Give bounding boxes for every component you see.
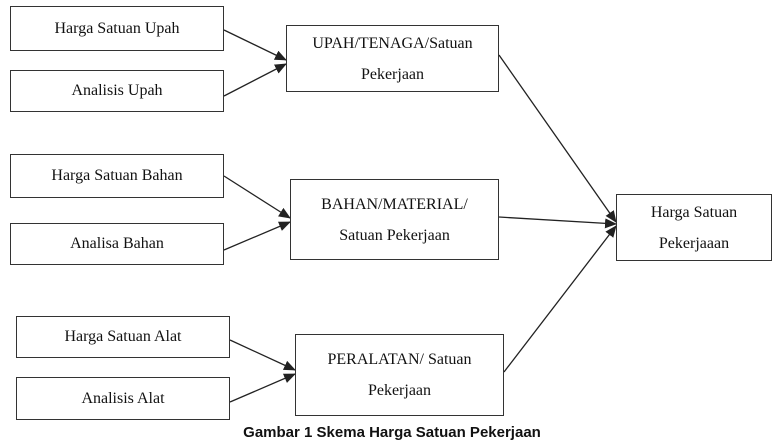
arrow-analisis-alat-to-alat bbox=[229, 373, 296, 403]
arrow-alat-to-result bbox=[503, 225, 617, 373]
arrow-analisa-bahan-to-bahan bbox=[223, 221, 291, 251]
arrow-upah-to-result bbox=[498, 54, 617, 223]
node-label-line2: Pekerjaaan bbox=[658, 234, 730, 252]
node-analisa-bahan: Analisa Bahan bbox=[10, 223, 224, 265]
node-label: Analisa Bahan bbox=[70, 235, 164, 252]
node-label-line2: Pekerjaan bbox=[367, 382, 432, 399]
node-label-line2: Satuan Pekerjaan bbox=[339, 226, 450, 244]
node-label: Harga Satuan Alat bbox=[64, 328, 182, 345]
arrow-harga-bahan-to-bahan bbox=[223, 175, 291, 219]
arrow-bahan-to-result bbox=[498, 216, 617, 229]
node-label-line1: BAHAN/MATERIAL/ bbox=[321, 195, 468, 213]
arrow-harga-upah-to-upah bbox=[223, 29, 287, 61]
node-bahan-material: BAHAN/MATERIAL/ Satuan Pekerjaan bbox=[290, 179, 499, 260]
node-label: Analisis Alat bbox=[81, 389, 165, 407]
node-label: Analisis Upah bbox=[71, 82, 163, 99]
node-label-line1: PERALATAN/ Satuan bbox=[327, 351, 472, 368]
arrow-harga-alat-to-alat bbox=[229, 339, 296, 371]
node-analisis-upah: Analisis Upah bbox=[10, 70, 224, 112]
figure-caption: Gambar 1 Skema Harga Satuan Pekerjaan bbox=[243, 424, 541, 441]
node-upah-tenaga: UPAH/TENAGA/Satuan Pekerjaan bbox=[286, 25, 499, 92]
node-harga-satuan-alat: Harga Satuan Alat bbox=[16, 316, 230, 358]
node-peralatan: PERALATAN/ Satuan Pekerjaan bbox=[295, 334, 504, 416]
node-harga-satuan-bahan: Harga Satuan Bahan bbox=[10, 154, 224, 198]
node-analisis-alat: Analisis Alat bbox=[16, 377, 230, 420]
node-harga-satuan-upah: Harga Satuan Upah bbox=[10, 6, 224, 51]
node-label: Harga Satuan Bahan bbox=[51, 167, 183, 184]
node-label: Harga Satuan Upah bbox=[54, 19, 180, 37]
node-label-line1: Harga Satuan bbox=[650, 203, 738, 221]
arrow-analisis-upah-to-upah bbox=[223, 63, 287, 97]
node-label-line1: UPAH/TENAGA/Satuan bbox=[312, 34, 473, 52]
node-harga-satuan-pekerjaan: Harga Satuan Pekerjaaan bbox=[616, 194, 772, 261]
node-label-line2: Pekerjaan bbox=[360, 65, 425, 83]
